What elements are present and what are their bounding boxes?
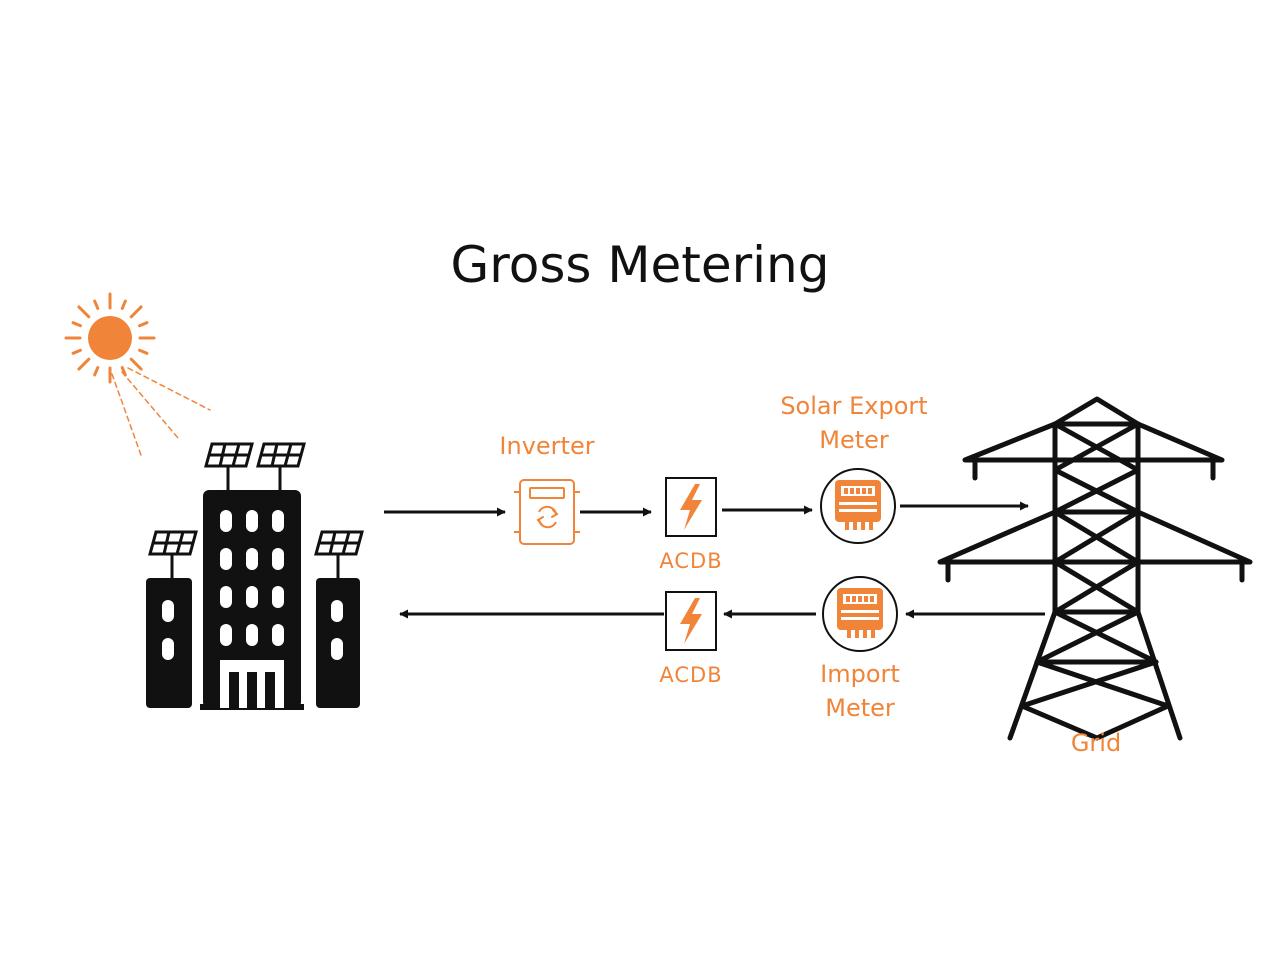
inverter-label: Inverter [499, 432, 594, 460]
export-meter-label-line1: Solar Export [780, 392, 927, 420]
sun-ray [120, 366, 127, 377]
sun-ray [93, 299, 100, 310]
sun-ray [138, 321, 149, 328]
sun-ray [93, 366, 100, 377]
export-meter-icon [820, 468, 896, 544]
diagram-title: Gross Metering [451, 236, 830, 294]
acdb-top-icon [665, 477, 717, 537]
inverter-icon [514, 479, 580, 545]
acdb-bottom-label: ACDB [659, 663, 722, 687]
sun-ray [71, 321, 82, 328]
import-meter-label-line2: Meter [825, 694, 895, 722]
sun-icon [64, 292, 211, 459]
sun-ray [77, 357, 91, 371]
acdb-bottom-icon [665, 591, 717, 651]
sun-ray [77, 305, 91, 319]
export-meter-label-line2: Meter [819, 426, 889, 454]
grid-label: Grid [1071, 729, 1121, 757]
import-meter-label-line1: Import [820, 660, 900, 688]
sun-ray [129, 305, 143, 319]
sun-ray [120, 299, 127, 310]
sun-ray [71, 348, 82, 355]
import-meter-icon [822, 576, 898, 652]
sun-ray [129, 357, 143, 371]
sun-ray [138, 348, 149, 355]
building-with-solar-panels-icon [146, 442, 364, 710]
acdb-top-label: ACDB [659, 549, 722, 573]
transmission-tower-icon [937, 396, 1253, 741]
